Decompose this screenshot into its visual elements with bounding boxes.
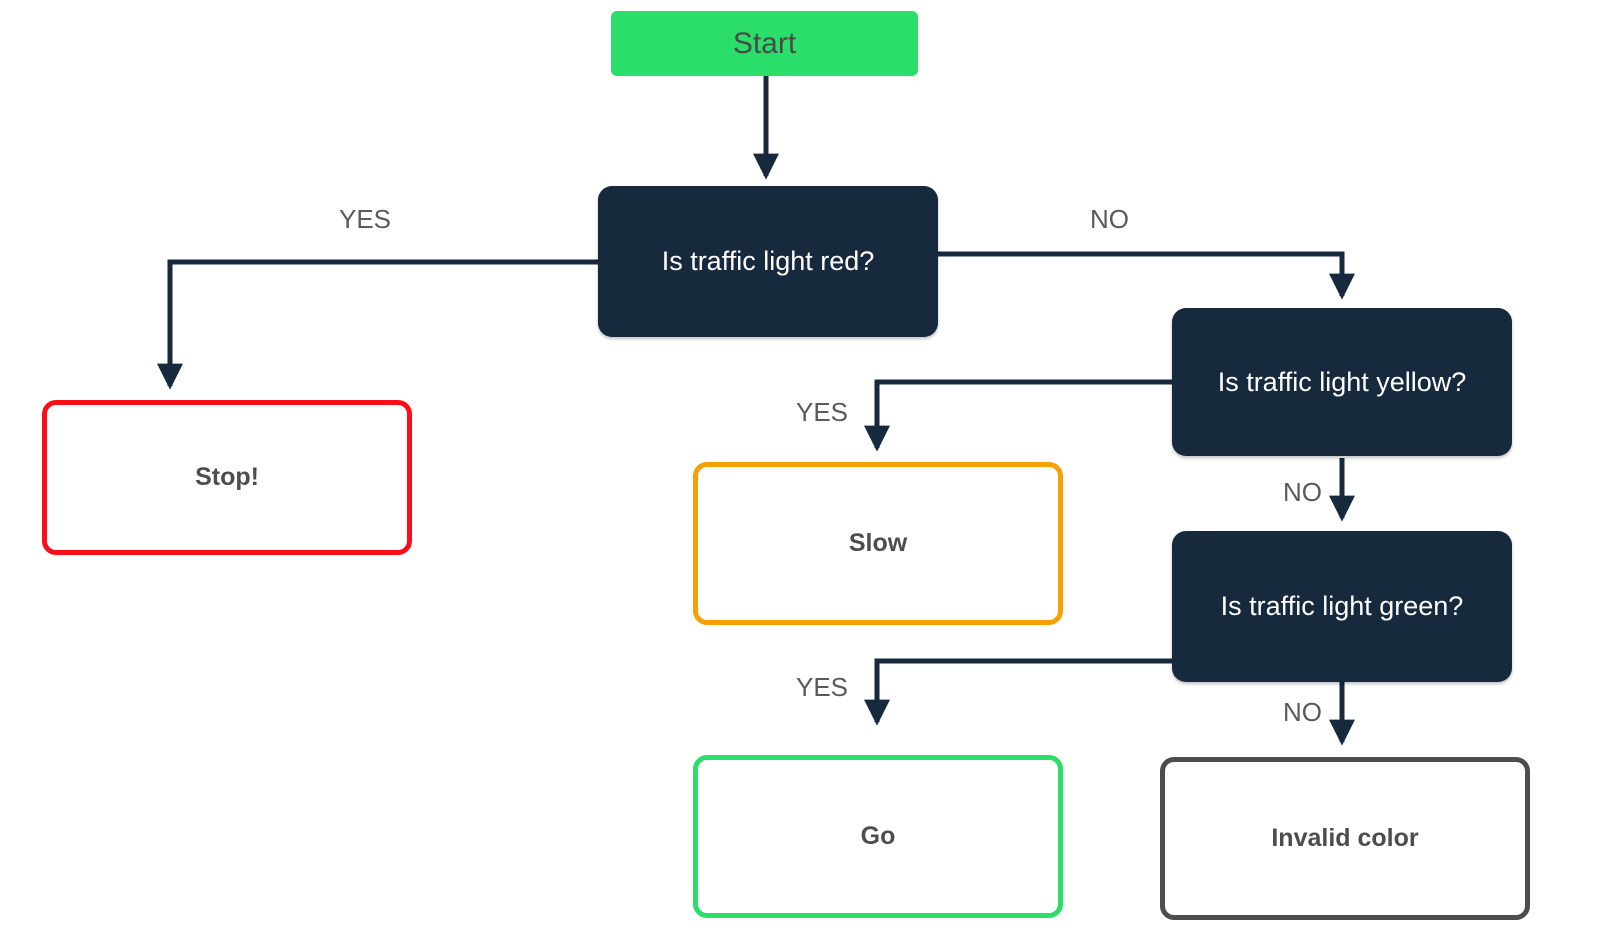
edge-label-green-no: NO [1283,697,1322,727]
edge-label-red-yes: YES [339,204,392,234]
node-decision-is-yellow[interactable]: Is traffic light yellow? [1172,308,1512,456]
node-outcome-invalid-color[interactable]: Invalid color [1160,757,1530,920]
node-decision-is-yellow-label: Is traffic light yellow? [1217,366,1467,397]
node-outcome-invalid-color-label: Invalid color [1271,824,1419,852]
node-outcome-slow-label: Slow [848,529,908,557]
node-decision-is-green-label: Is traffic light green? [1220,591,1464,621]
edge-green-yes-to-go [864,658,1172,726]
edge-label-green-yes: YES [796,672,849,702]
node-outcome-go[interactable]: Go [693,755,1063,918]
node-decision-is-red[interactable]: Is traffic light red? [598,186,938,337]
node-decision-is-red-label: Is traffic light red? [661,246,875,276]
edge-yellow-yes-to-slow [864,379,1172,452]
edge-red-yes-to-stop [157,259,598,390]
edge-label-yellow-no: NO [1283,477,1322,507]
edge-label-yellow-yes: YES [796,397,849,427]
node-outcome-stop[interactable]: Stop! [42,400,412,555]
node-decision-is-green[interactable]: Is traffic light green? [1172,531,1512,682]
edge-label-red-no: NO [1090,204,1129,234]
node-outcome-stop-label: Stop! [195,463,259,491]
node-outcome-go-label: Go [860,822,896,850]
edge-red-no-to-yellow [938,251,1355,300]
node-start-label: Start [732,26,797,60]
node-outcome-slow[interactable]: Slow [693,462,1063,625]
node-start[interactable]: Start [611,11,918,76]
